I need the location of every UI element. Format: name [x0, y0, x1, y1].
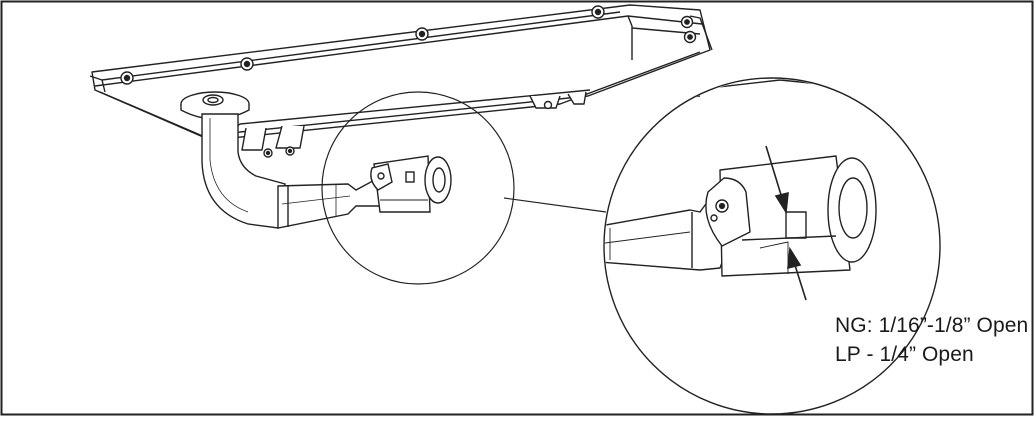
label-lp-gas-gap: LP - 1/4” Open — [835, 343, 974, 366]
gap-arrows — [765, 145, 807, 301]
valve-flange — [180, 91, 250, 120]
detail-callout — [321, 91, 607, 285]
small-orifice-assembly — [277, 155, 452, 229]
label-natural-gas-gap: NG: 1/16”-1/8” Open — [835, 314, 1029, 337]
tray-screws — [120, 5, 697, 158]
